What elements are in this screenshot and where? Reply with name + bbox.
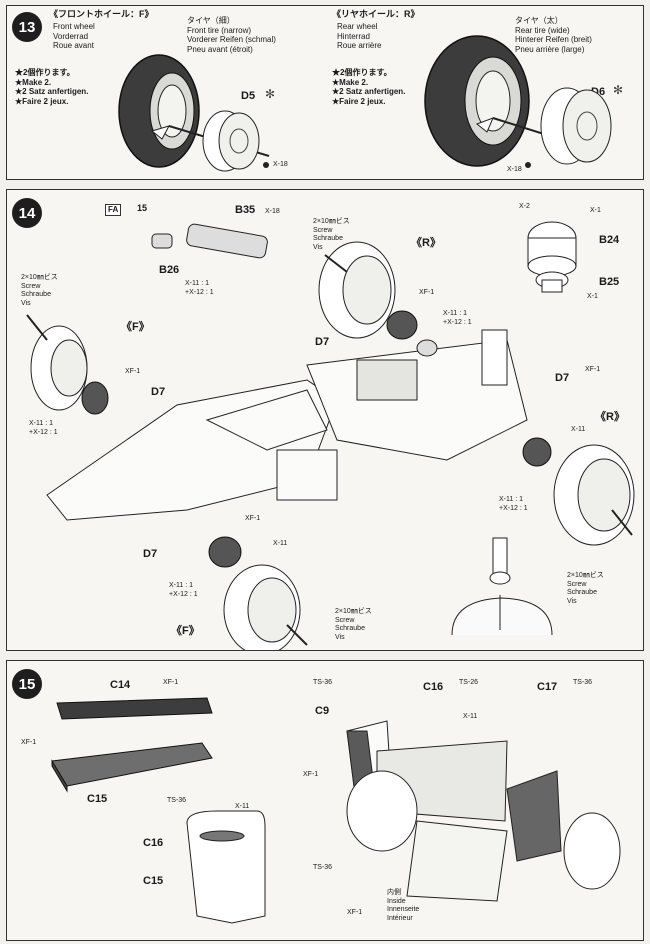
c14-paint-code: XF-1 [163, 679, 179, 686]
step-15-reference: 15 [137, 203, 148, 213]
rear-wheel-header: 《リヤホイール：R》 [332, 9, 420, 19]
rear-right-d7-label: D7 [555, 372, 570, 384]
rear-right-paint-mix: X-11 : 1 +X-12 : 1 [499, 496, 528, 512]
c9-paint-code: XF-1 [303, 771, 319, 778]
part-c14-drawing [56, 697, 213, 720]
step-14-illustration [26, 221, 635, 650]
step-13-illustration [118, 35, 612, 172]
rear-wheel-title: Rear wheel Hinterrad Roue arrière [337, 22, 382, 50]
front-wheel-title: Front wheel Vorderrad Roue avant [53, 22, 95, 50]
rear-screw-paint-code: X-18 [507, 166, 522, 173]
part-c15-drawing [51, 742, 213, 793]
front-bottom-wheel-drawing [208, 536, 308, 650]
front-wheel-header: 《フロントホイール：F》 [49, 9, 154, 19]
rear-top-wheel-label: 《R》 [411, 237, 441, 249]
rear-wheel-rim-drawing [540, 87, 612, 165]
front-left-d7-label: D7 [151, 386, 166, 398]
b25-paint-code: X-1 [587, 293, 598, 300]
front-bottom-xf1: XF-1 [245, 515, 261, 522]
part-b35-b26-drawing [151, 223, 268, 259]
step-14-panel: 14 FA 15 B35 X-18 B26 X-11 : 1 +X-12 : 1… [6, 189, 644, 651]
wheel-nut-inset-drawing [451, 537, 553, 636]
rear-tire-label: タイヤ（太） Rear tire (wide) Hinterer Reifen … [515, 16, 592, 54]
rear-make-two-note: ★2個作ります。 ★Make 2. ★2 Satz anfertigen. ★F… [332, 68, 406, 106]
rear-right-wheel-drawing [522, 437, 635, 546]
b24-paint-code-x1: X-1 [590, 207, 601, 214]
b26-paint-mix: X-11 : 1 +X-12 : 1 [185, 280, 214, 296]
part-b24-label: B24 [599, 234, 620, 246]
rear-top-d7-label: D7 [315, 336, 330, 348]
rear-top-xf1: XF-1 [419, 289, 435, 296]
inset-c16-label: C16 [143, 837, 164, 849]
part-b25-label: B25 [599, 276, 620, 288]
c15-surface-code: TS-36 [167, 797, 187, 804]
inset-c15-label: C15 [143, 875, 164, 887]
c9-surface-code: TS-36 [313, 679, 333, 686]
front-bottom-d7-label: D7 [143, 548, 158, 560]
inside-label: 内側 Inside Innenseite Intérieur [387, 889, 420, 922]
step-15-illustration [51, 697, 621, 924]
b24-paint-code-x2: X-2 [519, 203, 530, 210]
front-tire-label: タイヤ（細） Front tire (narrow) Vorderer Reif… [187, 16, 276, 54]
step-14-number: 14 [12, 198, 42, 228]
lower-surface-code: TS-36 [313, 864, 333, 871]
front-make-two-note: ★2個作ります。 ★Make 2. ★2 Satz anfertigen. ★F… [15, 68, 89, 106]
part-d5-label: D5 [241, 90, 256, 102]
sidepod-inset-drawing [186, 810, 266, 924]
c17-surface-code: TS-36 [573, 679, 593, 686]
c16-surface-code: TS-26 [459, 679, 479, 686]
part-c9-label: C9 [315, 705, 330, 717]
front-bottom-paint-mix: X-11 : 1 +X-12 : 1 [169, 582, 198, 598]
front-tire-drawing [118, 54, 270, 168]
rear-top-wheel-drawing [318, 241, 418, 340]
front-screw-paint-code: X-18 [273, 161, 288, 168]
sprue-cut-icon: ✻ [265, 87, 276, 101]
car-chassis-drawing [46, 329, 528, 521]
front-left-screw-label: 2×10㎜ビス Screw Schraube Vis [21, 274, 58, 307]
part-c17-label: C17 [537, 681, 558, 693]
rear-top-screw-label: 2×10㎜ビス Screw Schraube Vis [313, 218, 350, 251]
step-13-number: 13 [12, 12, 42, 42]
inside-paint-code: XF-1 [347, 909, 363, 916]
rear-tire-drawing [424, 35, 583, 167]
front-bottom-screw-label: 2×10㎜ビス Screw Schraube Vis [335, 608, 372, 641]
c16-x11-code: X-11 [463, 713, 478, 720]
part-b26-label: B26 [159, 264, 180, 276]
front-bottom-wheel-label: 《F》 [171, 625, 200, 637]
car-sidepod-drawing [346, 720, 621, 902]
front-wheel-rim-drawing [202, 110, 260, 172]
step-13-panel: 13 《フロントホイール：F》 Front wheel Vorderrad Ro… [6, 5, 644, 180]
c15-paint-code: XF-1 [21, 739, 37, 746]
part-b35-label: B35 [235, 204, 256, 216]
sprue-cut-icon: ✻ [613, 83, 624, 97]
b35-screw-code: X-18 [265, 208, 280, 215]
front-left-paint-mix: X-11 : 1 +X-12 : 1 [29, 420, 58, 436]
fa-badge: FA [105, 204, 122, 216]
rear-right-xf1: XF-1 [585, 366, 601, 373]
rear-right-screw-label: 2×10㎜ビス Screw Schraube Vis [567, 572, 604, 605]
front-left-wheel-drawing [26, 314, 109, 415]
front-bottom-x11: X-11 [273, 540, 288, 547]
front-left-xf1: XF-1 [125, 368, 141, 375]
step-15-number: 15 [12, 669, 42, 699]
rear-right-wheel-label: 《R》 [595, 411, 625, 423]
inset-x11-code: X-11 [235, 803, 250, 810]
part-c14-label: C14 [110, 679, 131, 691]
rear-right-x11: X-11 [571, 426, 586, 433]
part-c16-label: C16 [423, 681, 444, 693]
front-left-wheel-label: 《F》 [121, 321, 150, 333]
step-15-panel: 15 C14 XF-1 XF-1 C15 TS-36 X-11 C16 C15 … [6, 660, 644, 941]
part-c15-label: C15 [87, 793, 108, 805]
paint-dot-icon [263, 162, 269, 168]
rear-top-paint-mix: X-11 : 1 +X-12 : 1 [443, 310, 472, 326]
paint-dot-icon [525, 162, 531, 168]
part-b24-b25-drawing [527, 221, 577, 293]
